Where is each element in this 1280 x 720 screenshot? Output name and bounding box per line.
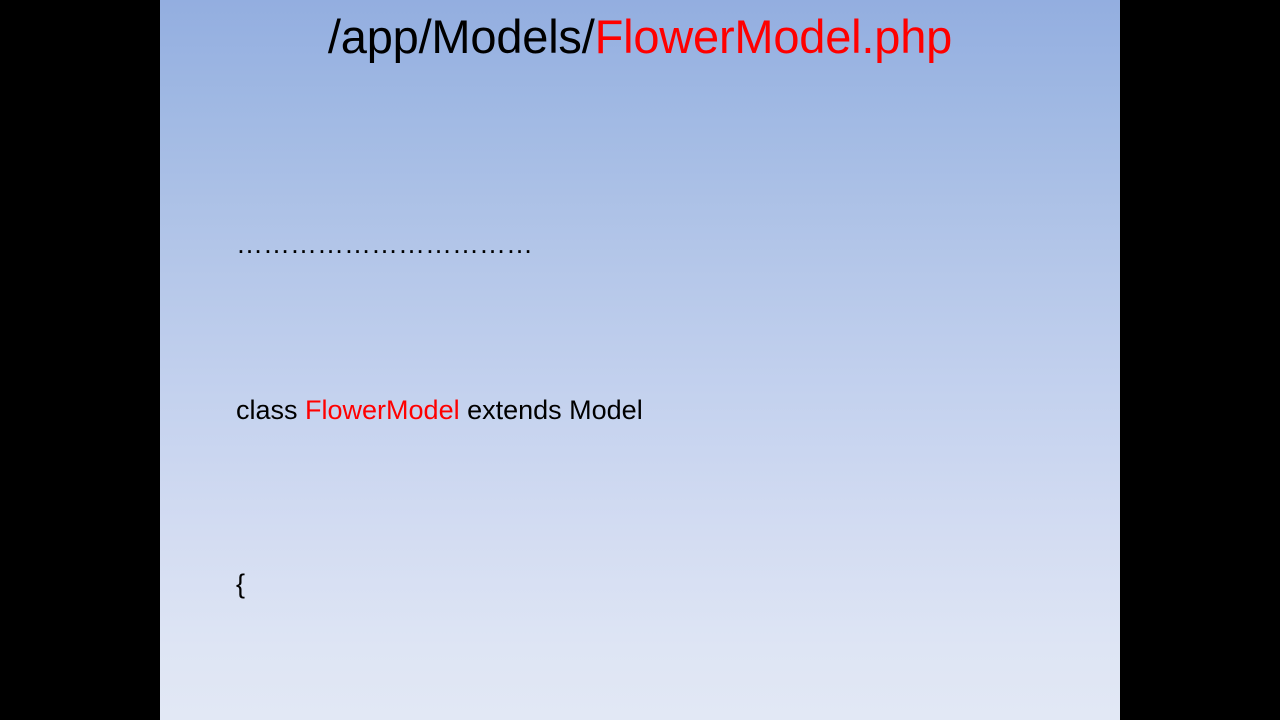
code-line-class-declaration: class FlowerModel extends Model [236, 389, 1116, 433]
code-line-ellipsis: …………………………… [236, 228, 533, 259]
class-name: FlowerModel [305, 395, 460, 425]
letterbox-right [1120, 0, 1280, 720]
title-path-prefix: /app/Models/ [327, 10, 595, 63]
class-keyword: class [236, 395, 306, 425]
code-block: …………………………… class FlowerModel extends Mo… [236, 98, 1116, 720]
title-file-name: FlowerModel.php [594, 10, 953, 63]
page-title: /app/Models/FlowerModel.php [160, 12, 1120, 61]
code-line-open-brace: { [236, 569, 246, 599]
class-extends: extends Model [459, 395, 643, 425]
letterbox-left [0, 0, 160, 720]
slide-canvas: /app/Models/FlowerModel.php …………………………… … [160, 0, 1120, 720]
